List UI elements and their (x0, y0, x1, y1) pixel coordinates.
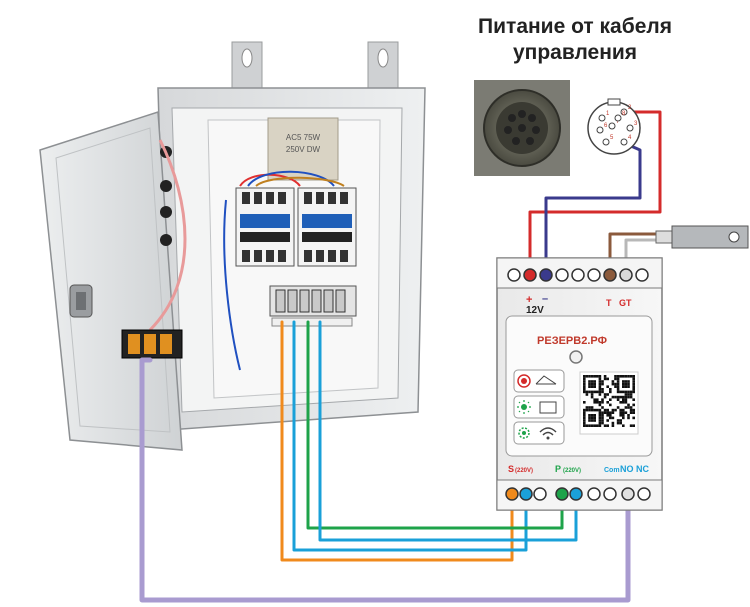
electrical-cabinet: AC5 75W 250V DW (39, 41, 426, 451)
temperature-sensor (655, 225, 749, 249)
bottom-terminal-no-nc (637, 487, 651, 501)
label-minus: – (542, 293, 548, 305)
top-terminal-gt (619, 268, 633, 282)
door-cable (148, 139, 187, 332)
wire-green-p (306, 320, 564, 530)
brand-name: РЕЗЕРВ2.РФ (537, 335, 607, 347)
title-line-1: Питание от кабеля (478, 15, 672, 38)
label-no: NO (620, 464, 634, 474)
top-terminal-6 (587, 268, 601, 282)
cabinet-door (39, 110, 183, 451)
label-t: T (606, 298, 612, 308)
connector-pin-label: 4 (628, 135, 632, 141)
transformer (267, 117, 339, 181)
internal-wire-red (239, 173, 301, 187)
label-gt: GT (619, 298, 632, 308)
record-icon-dot (521, 378, 527, 384)
led-ring-icon (518, 427, 530, 439)
contactor-left (235, 187, 295, 267)
bottom-terminal-p2 (569, 487, 583, 501)
wifi-icon-dot (546, 436, 550, 440)
diagram-title: Питание от кабеля управления (445, 14, 705, 66)
door-lamp-2 (160, 180, 172, 192)
transformer-label-1: AC5 75W (286, 133, 321, 142)
mounting-hole-right (377, 48, 389, 68)
wire-blue-minus (544, 140, 642, 274)
label-s-voltage: (220V) (515, 468, 533, 474)
top-terminal-minus (539, 268, 553, 282)
connector-pin-label: 1 (606, 111, 610, 117)
bottom-terminal-3 (533, 487, 547, 501)
label-p: P (555, 464, 561, 474)
connector-pin-label: 5 (610, 135, 614, 141)
wire-red-plus (528, 110, 662, 274)
connector-pin-1 (598, 114, 606, 122)
door-limit-switch (121, 329, 183, 359)
led-ring-center (522, 431, 526, 435)
transformer-label-2: 250V DW (286, 145, 321, 154)
top-terminal-t (603, 268, 617, 282)
top-terminal-1 (507, 268, 521, 282)
label-12v: 12V (526, 305, 544, 316)
connector-pin-2 (620, 108, 628, 116)
bottom-terminal-s1 (505, 487, 519, 501)
connector-pin-label: 6 (604, 123, 608, 129)
mounting-hole-left (241, 48, 253, 68)
wire-cyan-p (318, 320, 578, 542)
terminal-block (269, 285, 357, 327)
sun-icon-rays (517, 400, 531, 414)
connector-pin-label: 3 (634, 121, 638, 127)
top-terminal-9 (635, 268, 649, 282)
indicator-network (513, 421, 565, 445)
wire-cyan-s (292, 320, 528, 552)
qr-code (579, 371, 639, 435)
internal-wire-brown (255, 176, 345, 187)
module-button[interactable] (569, 350, 583, 364)
top-terminal-plus (523, 268, 537, 282)
bottom-terminal-row (505, 487, 651, 501)
sun-icon (521, 404, 527, 410)
top-terminal-5 (571, 268, 585, 282)
label-com: Com (604, 467, 620, 474)
connector-pin-label: 7 (616, 119, 620, 125)
connector-pin-8 (614, 114, 622, 122)
label-p-voltage: (220V) (563, 468, 581, 474)
bottom-terminal-6 (587, 487, 601, 501)
top-terminal-4 (555, 268, 569, 282)
door-lamp-3 (160, 206, 172, 218)
label-plus: + (526, 294, 532, 306)
bottom-terminal-p1 (555, 487, 569, 501)
internal-wire-bundle (223, 199, 241, 371)
wifi-icon (539, 427, 557, 436)
title-line-2: управления (512, 41, 638, 64)
connector-pin-6 (596, 126, 604, 134)
connector-pin-4 (620, 138, 628, 146)
connector-pin-label: 8 (622, 111, 626, 117)
label-nc: NC (636, 464, 649, 474)
connector-pin-7 (608, 122, 616, 130)
bottom-terminal-com (621, 487, 635, 501)
connector-photo (474, 80, 570, 176)
bottom-terminal-7 (603, 487, 617, 501)
printer-icon (539, 401, 557, 414)
wire-lilac-com (139, 357, 631, 603)
label-s: S (508, 464, 514, 474)
control-module: + – 12V T GT РЕЗЕРВ2.РФ S (220V) P ( (496, 257, 663, 511)
connector-pin-3 (626, 124, 634, 132)
bottom-terminal-s2 (519, 487, 533, 501)
door-lamp-4 (160, 234, 172, 246)
door-inner-edge (55, 127, 171, 433)
contactor-right (297, 187, 357, 267)
connector-pin-label: 2 (628, 105, 632, 111)
switch-icon (535, 375, 557, 385)
connector-pin-5 (602, 138, 610, 146)
door-lock-icon (69, 284, 93, 318)
top-terminal-row (507, 268, 649, 282)
